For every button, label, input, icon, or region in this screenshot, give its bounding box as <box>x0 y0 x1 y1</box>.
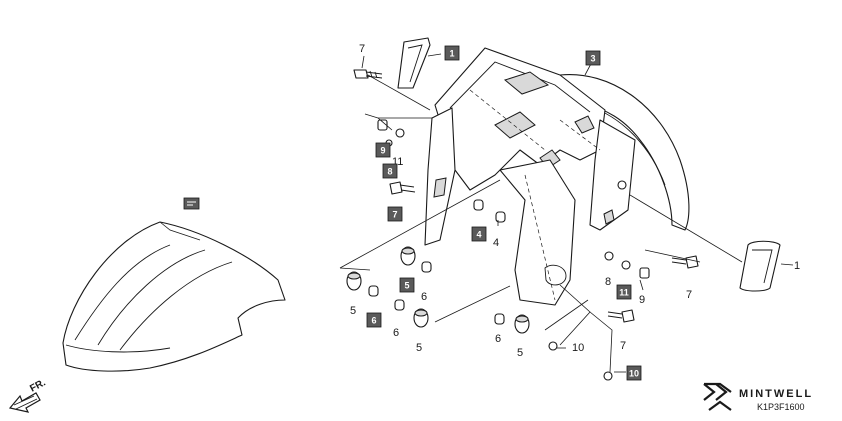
svg-text:7: 7 <box>392 210 397 220</box>
grommet-5-d <box>514 314 530 334</box>
leader-lines <box>339 53 794 373</box>
diagram-code: K1P3F1600 <box>757 402 805 412</box>
front-fender-cover <box>62 221 286 372</box>
box-11: 11 <box>616 284 632 300</box>
box-3: 3 <box>585 50 601 66</box>
callout-7-top: 7 <box>359 43 365 55</box>
front-direction-arrow: FR. <box>8 377 48 413</box>
callout-10: 10 <box>572 342 584 354</box>
box-9: 9 <box>375 142 391 158</box>
collar-6-d <box>494 313 505 325</box>
cover-label-tag <box>183 197 200 210</box>
bolt-7-lower <box>607 309 635 323</box>
bolt-7-right <box>671 255 699 269</box>
callout-6-c: 6 <box>495 333 501 345</box>
svg-text:11: 11 <box>619 288 629 298</box>
grommet-5-a <box>346 271 362 291</box>
box-8: 8 <box>382 163 398 179</box>
collar-4-a <box>473 199 484 211</box>
collar-6-a <box>368 285 379 297</box>
callout-5-c: 5 <box>517 347 523 359</box>
svg-text:3: 3 <box>590 54 595 64</box>
grommet-5-b <box>400 246 416 266</box>
washer-left-group <box>377 119 405 147</box>
callout-5-b: 5 <box>416 342 422 354</box>
grommet-5-c <box>413 308 429 328</box>
callout-5-a: 5 <box>350 305 356 317</box>
box-5: 5 <box>399 277 415 293</box>
brand-logo: MINTWELL K1P3F1600 <box>703 382 813 412</box>
reflector-right <box>739 240 781 292</box>
svg-text:4: 4 <box>476 230 481 240</box>
washer-right-group <box>604 251 650 279</box>
callout-1-right: 1 <box>794 260 800 272</box>
nut-10-a <box>548 341 558 351</box>
boxed-callouts: 1 3 9 8 7 4 5 6 11 10 <box>366 45 642 381</box>
svg-text:10: 10 <box>629 369 639 379</box>
collar-6-c <box>394 299 405 311</box>
box-7: 7 <box>387 206 403 222</box>
nut-10-b <box>603 371 613 381</box>
collar-6-b <box>421 261 432 273</box>
box-10: 10 <box>626 365 642 381</box>
svg-text:5: 5 <box>404 281 409 291</box>
callout-labels: 7 11 4 5 6 6 5 6 5 10 8 9 7 7 1 <box>350 43 800 359</box>
callout-11: 11 <box>392 156 403 168</box>
svg-text:6: 6 <box>371 316 376 326</box>
brand-name: MINTWELL <box>739 388 813 400</box>
front-fender-main <box>424 47 690 306</box>
bolt-7-top <box>353 69 383 79</box>
svg-text:9: 9 <box>380 146 385 156</box>
reflector-left <box>397 37 431 89</box>
callout-6-a: 6 <box>421 291 427 303</box>
box-4: 4 <box>471 226 487 242</box>
callout-7-r2: 7 <box>620 340 626 352</box>
callout-4: 4 <box>493 237 499 249</box>
callout-9: 9 <box>639 294 645 306</box>
svg-text:1: 1 <box>449 49 454 59</box>
callout-7-r1: 7 <box>686 289 692 301</box>
callout-8: 8 <box>605 276 611 288</box>
svg-text:8: 8 <box>387 167 392 177</box>
collar-4-b <box>495 211 506 223</box>
bolt-7-left <box>389 181 416 195</box>
callout-6-b: 6 <box>393 327 399 339</box>
direction-label: FR. <box>28 377 48 394</box>
box-6: 6 <box>366 312 382 328</box>
box-1-top: 1 <box>444 45 460 61</box>
